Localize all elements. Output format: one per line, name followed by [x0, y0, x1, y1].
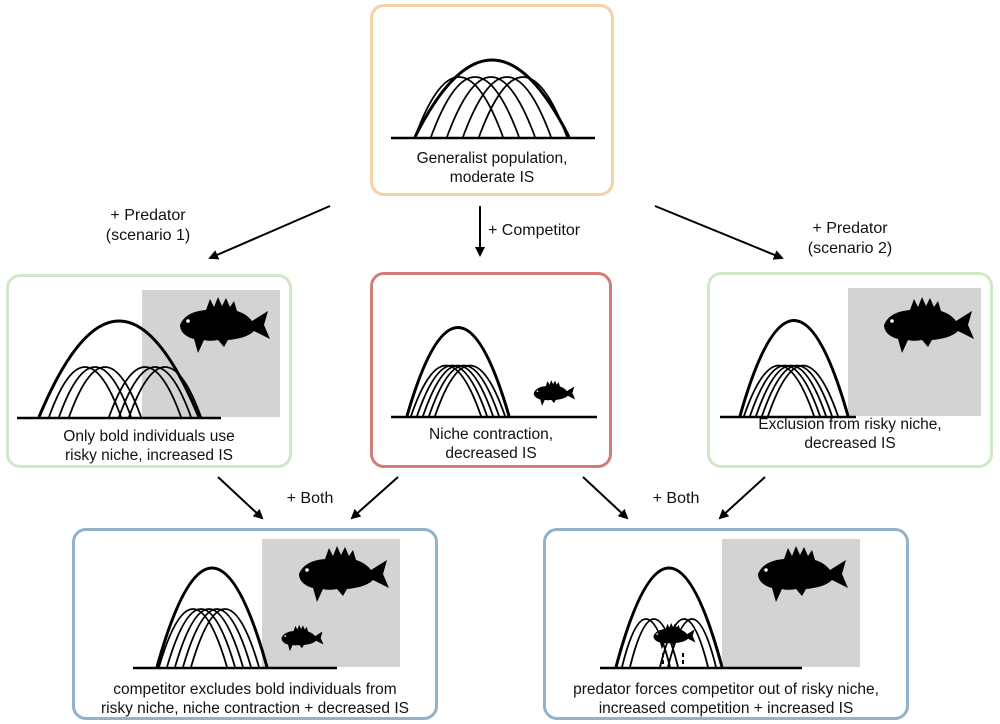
individual-niche-curve — [174, 608, 244, 668]
caption-predator-scenario1: Only bold individuals use risky niche, i… — [9, 427, 289, 465]
individual-niche-curve — [621, 618, 671, 668]
caption-both-right: predator forces competitor out of risky … — [546, 680, 906, 718]
individual-niche-curve — [410, 364, 482, 417]
label-both-right: + Both — [652, 490, 700, 507]
label-predator1: + Predator (scenario 1) — [78, 206, 218, 246]
individual-niche-curve — [182, 608, 252, 668]
individual-niche-curve — [629, 618, 679, 668]
panel-both-right: predator forces competitor out of risky … — [543, 528, 909, 720]
caption-competitor: Niche contraction, decreased IS — [373, 425, 609, 463]
individual-niche-curve — [68, 366, 142, 418]
caption-line: risky niche, niche contraction + decreas… — [100, 700, 409, 717]
arrow-predator1 — [208, 205, 331, 260]
individual-niche-curve — [58, 366, 132, 418]
population-niche-curve — [155, 566, 269, 668]
individual-niche-curve — [430, 76, 520, 138]
individual-niche-curve — [118, 366, 192, 418]
individual-niche-curve — [108, 366, 182, 418]
caption-generalist: Generalist population, moderate IS — [373, 149, 611, 187]
panel-predator-scenario2: Exclusion from risky niche, decreased IS — [707, 272, 993, 468]
individual-niche-curve — [414, 76, 504, 138]
individual-niche-curve — [667, 618, 717, 668]
population-niche-curve — [413, 58, 571, 138]
small-fish-icon — [533, 380, 576, 406]
caption-line: Only bold individuals use — [63, 428, 235, 445]
arrow-pred1-to-both1 — [217, 476, 264, 520]
individual-niche-curve — [48, 366, 122, 418]
individual-niche-curve — [761, 364, 833, 417]
caption-line: predator forces competitor out of risky … — [573, 681, 879, 698]
niche-plot — [391, 326, 597, 419]
panel-predator-scenario1: Only bold individuals use risky niche, i… — [6, 274, 292, 468]
arrow-comp-to-both2 — [582, 476, 629, 520]
individual-niche-curve — [158, 608, 228, 668]
caption-line: Niche contraction, — [428, 426, 554, 443]
individual-niche-curve — [755, 364, 827, 417]
label-predator2: + Predator (scenario 2) — [780, 219, 920, 259]
panel-generalist: Generalist population, moderate IS — [370, 4, 614, 196]
label-predator1-line2: (scenario 1) — [105, 227, 191, 244]
caption-line: decreased IS — [804, 435, 896, 452]
population-niche-curve — [738, 319, 850, 417]
individual-niche-curve — [416, 364, 488, 417]
arrow-comp-to-both1 — [350, 476, 399, 520]
individual-niche-curve — [462, 76, 552, 138]
arrow-predator2 — [654, 205, 784, 260]
niche-plot — [600, 539, 860, 670]
individual-niche-curve — [190, 608, 260, 668]
individual-niche-curve — [422, 364, 494, 417]
niche-plot — [133, 539, 400, 670]
individual-niche-curve — [478, 76, 568, 138]
small-fish-icon — [653, 622, 696, 650]
caption-line: Generalist population, — [416, 150, 568, 167]
arrow-pred2-to-both2 — [718, 476, 766, 520]
label-both-left: + Both — [286, 490, 334, 507]
individual-niche-curve — [128, 366, 202, 418]
caption-line: Exclusion from risky niche, — [758, 416, 942, 433]
caption-both-left: competitor excludes bold individuals fro… — [75, 680, 435, 718]
label-competitor: + Competitor — [488, 222, 581, 239]
caption-line: moderate IS — [449, 169, 535, 186]
individual-niche-curve — [659, 618, 709, 668]
individual-niche-curve — [749, 364, 821, 417]
individual-niche-curve — [446, 76, 536, 138]
caption-predator-scenario2: Exclusion from risky niche, decreased IS — [710, 415, 990, 453]
label-predator2-line1: + Predator — [812, 220, 888, 237]
panel-both-left: competitor excludes bold individuals fro… — [72, 528, 438, 720]
caption-line: increased competition + increased IS — [598, 700, 854, 717]
individual-niche-curve — [428, 364, 500, 417]
population-niche-curve — [614, 566, 724, 668]
caption-line: risky niche, increased IS — [65, 447, 233, 464]
niche-plot — [391, 58, 595, 140]
individual-niche-curve — [767, 364, 839, 417]
caption-line: decreased IS — [445, 445, 537, 462]
niche-plot — [720, 288, 981, 419]
panel-competitor: Niche contraction, decreased IS — [370, 272, 612, 468]
individual-niche-curve — [743, 364, 815, 417]
population-niche-curve — [405, 326, 511, 417]
label-predator2-line2: (scenario 2) — [807, 240, 893, 257]
label-predator1-line1: + Predator — [110, 207, 186, 224]
individual-niche-curve — [166, 608, 236, 668]
caption-line: competitor excludes bold individuals fro… — [113, 681, 397, 698]
niche-plot — [17, 290, 280, 420]
individual-niche-curve — [434, 364, 506, 417]
